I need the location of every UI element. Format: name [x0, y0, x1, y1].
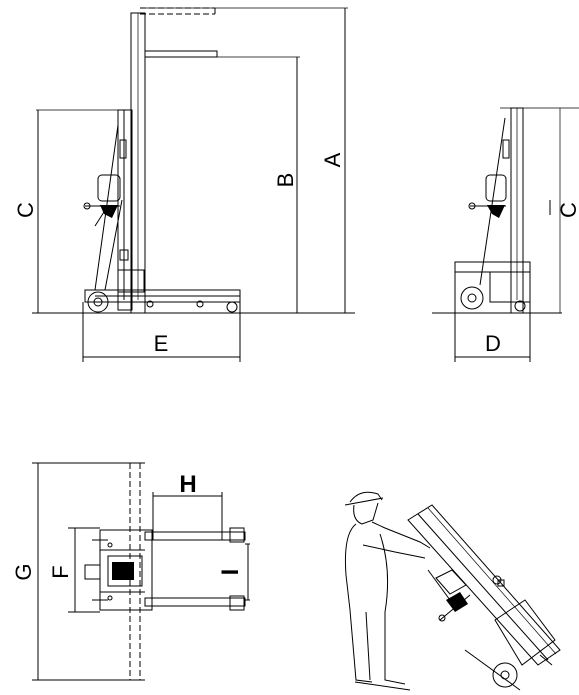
dimension-label-b: B — [273, 173, 298, 188]
folded-view — [432, 107, 579, 362]
dimension-label-g: G — [11, 563, 36, 580]
dimension-label-d: D — [485, 331, 501, 356]
operator-with-lift — [344, 491, 561, 691]
top-view — [32, 462, 250, 681]
dimension-label-h: H — [179, 471, 196, 498]
dimension-label-a: A — [320, 152, 345, 167]
dimension-label-e: E — [154, 331, 169, 356]
dimension-label-c-right: C — [556, 202, 579, 218]
dimension-label-c: C — [13, 202, 38, 218]
dimension-label-f: F — [48, 565, 73, 578]
dimension-label-i: I — [217, 569, 244, 576]
side-view — [32, 7, 355, 362]
